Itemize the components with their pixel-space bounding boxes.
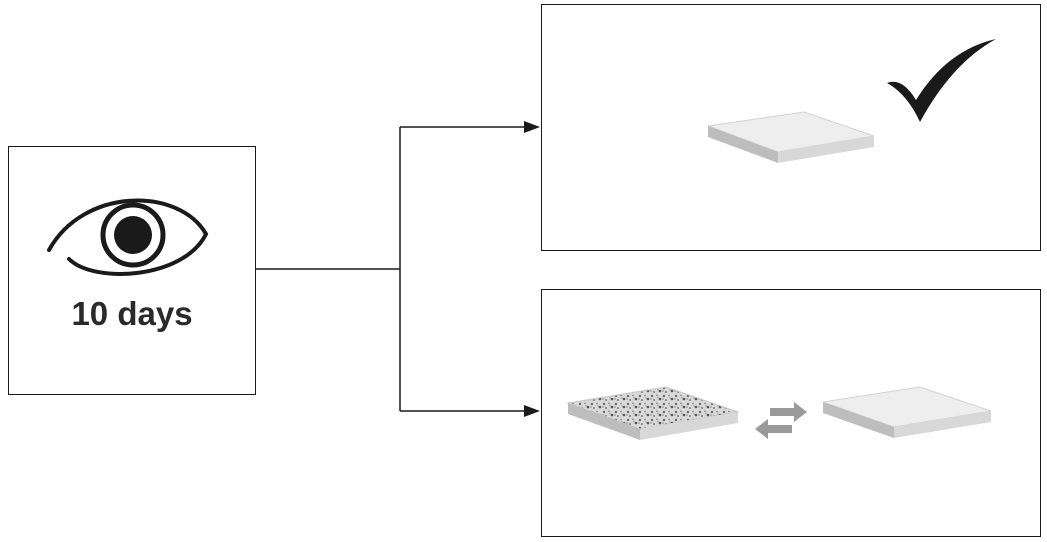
arrow-to-top-box — [400, 121, 540, 133]
clean-sample-slab — [707, 111, 875, 163]
exchange-arrows-icon — [755, 402, 807, 439]
checkmark-icon — [887, 39, 996, 122]
outcome-clean-graphic — [707, 39, 996, 163]
eye-icon — [47, 198, 209, 276]
clean-sample-slab — [822, 386, 992, 438]
observation-box: 10 days — [8, 146, 256, 395]
outcome-contaminated-box — [541, 289, 1041, 537]
outcome-clean-box — [541, 4, 1041, 251]
contaminated-sample-slab — [566, 386, 740, 440]
duration-label: 10 days — [71, 295, 193, 332]
outcome-contaminated-graphic — [566, 386, 992, 440]
arrow-to-bottom-box — [400, 405, 540, 417]
